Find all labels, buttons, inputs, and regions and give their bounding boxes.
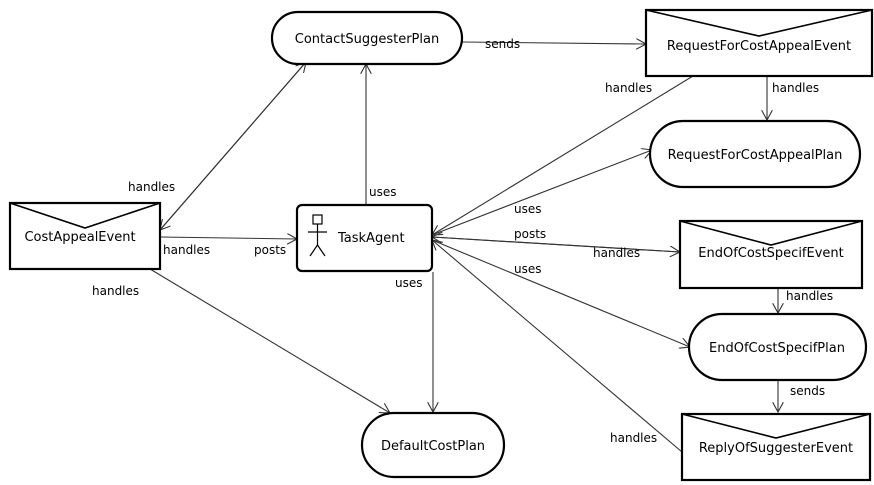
request-for-cost-appeal-plan-label: RequestForCostAppealPlan bbox=[668, 148, 843, 163]
end-of-cost-specif-plan-label: EndOfCostSpecifPlan bbox=[709, 341, 845, 356]
edge-taskagent-uses-endplan bbox=[431, 239, 690, 347]
node-cost-appeal-event[interactable]: CostAppealEvent bbox=[8, 201, 162, 271]
node-request-for-cost-appeal-plan[interactable]: RequestForCostAppealPlan bbox=[648, 119, 862, 189]
reply-of-suggester-event-label: ReplyOfSuggesterEvent bbox=[699, 441, 853, 456]
node-request-for-cost-appeal-event[interactable]: RequestForCostAppealEvent bbox=[644, 8, 874, 78]
node-reply-of-suggester-event[interactable]: ReplyOfSuggesterEvent bbox=[680, 412, 872, 482]
edge-endevent-handles-taskagent bbox=[432, 237, 681, 253]
label-sends-endplan-reply: sends bbox=[790, 384, 825, 398]
edge-contact-sends-request bbox=[461, 42, 646, 44]
node-task-agent[interactable]: TaskAgent bbox=[295, 203, 434, 273]
contact-suggester-plan-label: ContactSuggesterPlan bbox=[295, 32, 439, 47]
label-uses-taskagent-contact: uses bbox=[369, 185, 397, 199]
edge-contactplan-to-costappeal bbox=[160, 61, 307, 230]
edge-costappeal-handles-defaultplan bbox=[149, 268, 390, 413]
agent-stick-figure-icon bbox=[308, 214, 327, 257]
label-sends-contact-request: sends bbox=[485, 37, 520, 51]
edge-labels: sends handles handles handles uses uses … bbox=[92, 37, 833, 445]
edge-costappeal-posts-taskagent bbox=[159, 237, 297, 239]
node-contact-suggester-plan[interactable]: ContactSuggesterPlan bbox=[270, 10, 464, 66]
task-agent-label: TaskAgent bbox=[337, 231, 405, 246]
node-default-cost-plan[interactable]: DefaultCostPlan bbox=[360, 411, 506, 479]
node-end-of-cost-specif-event[interactable]: EndOfCostSpecifEvent bbox=[678, 219, 864, 290]
edges bbox=[149, 42, 778, 453]
request-for-cost-appeal-event-label: RequestForCostAppealEvent bbox=[667, 39, 851, 54]
label-posts-costappeal-taskagent: posts bbox=[254, 243, 286, 257]
label-handles-endevent-taskagent: handles bbox=[593, 246, 640, 260]
label-uses-taskagent-default: uses bbox=[395, 276, 423, 290]
label-handles-costappeal-contact: handles bbox=[128, 180, 175, 194]
edge-taskagent-uses-requestplan bbox=[431, 150, 652, 236]
label-handles-reply-taskagent: handles bbox=[610, 431, 657, 445]
end-of-cost-specif-event-label: EndOfCostSpecifEvent bbox=[698, 246, 844, 261]
edge-requestevent-handles-taskagent bbox=[432, 75, 694, 235]
node-end-of-cost-specif-plan[interactable]: EndOfCostSpecifPlan bbox=[687, 312, 868, 382]
label-handles-costappeal: handles bbox=[163, 243, 210, 257]
cost-appeal-event-label: CostAppealEvent bbox=[24, 230, 135, 245]
default-cost-plan-label: DefaultCostPlan bbox=[381, 439, 485, 454]
edge-reply-handles-taskagent bbox=[432, 240, 683, 453]
label-uses-taskagent-requestplan: uses bbox=[514, 202, 542, 216]
label-handles-endevent-endplan: handles bbox=[786, 289, 833, 303]
label-handles-request-plan: handles bbox=[772, 81, 819, 95]
label-posts-taskagent-endevent: posts bbox=[514, 227, 546, 241]
label-handles-costappeal-default: handles bbox=[92, 284, 139, 298]
label-uses-taskagent-endplan: uses bbox=[514, 262, 542, 276]
label-handles-request-taskagent: handles bbox=[605, 81, 652, 95]
